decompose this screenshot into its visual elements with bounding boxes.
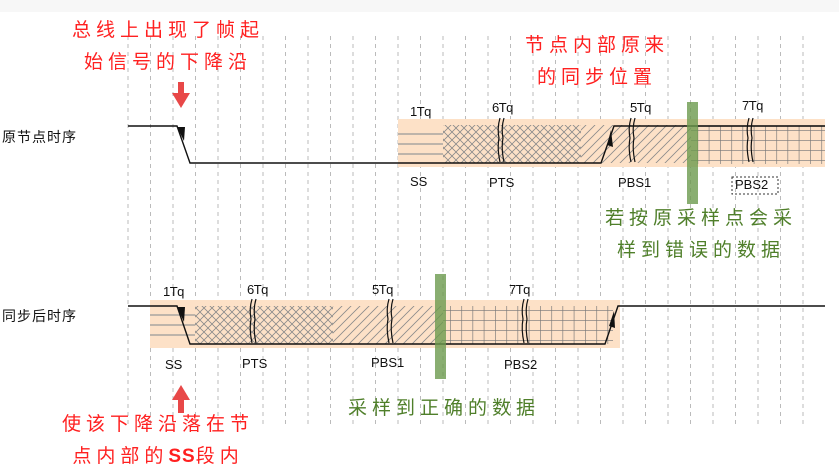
synced-falling-arrow-head — [177, 307, 185, 322]
original-ss-pattern — [398, 133, 443, 155]
annotation-line: 始信号的下降沿 — [84, 51, 253, 73]
annotation-text: 点内部的 — [72, 445, 169, 467]
original-pbs1-label: PBS1 — [618, 175, 652, 190]
correct-sample-annotation: 采样到正确的数据 — [348, 392, 540, 424]
make-edge-in-ss-annotation: 使该下降沿落在节 点内部的SS段内 — [62, 408, 254, 473]
annotation-line: 若按原采样点会采 — [605, 207, 798, 229]
synced-sample-point-bar — [435, 274, 446, 379]
original-rising-arrow-head — [607, 130, 613, 147]
grid-lines — [127, 36, 804, 428]
synced-ss-label: SS — [165, 357, 183, 372]
synced-pbs2-tq-label: 7Tq — [509, 282, 530, 297]
synced-pts-label: PTS — [242, 356, 268, 371]
original-pts-label: PTS — [489, 175, 515, 190]
original-pbs2-label: PBS2 — [735, 177, 769, 192]
annotation-line: 总线上出现了帧起 — [72, 19, 265, 41]
synced-row-label: 同步后时序 — [2, 309, 77, 325]
annotation-text: 段内 — [195, 445, 244, 467]
wrong-sample-annotation: 若按原采样点会采 样到错误的数据 — [605, 202, 797, 266]
synced-pts-pattern — [195, 306, 333, 344]
original-ss-tq-label: 1Tq — [410, 104, 431, 119]
original-break-marks — [497, 117, 754, 163]
annotation-line: 点内部的SS段内 — [62, 440, 254, 473]
original-pts-tq-label: 6Tq — [492, 100, 513, 115]
annotation-line: 节点内部原来 — [525, 34, 670, 56]
annotation-line: 样到错误的数据 — [617, 239, 786, 261]
annotation-bold-text: SS — [168, 446, 196, 467]
original-pbs2-pattern — [691, 126, 825, 164]
original-sample-point-bar — [687, 102, 698, 204]
synced-rising-arrow-head — [609, 311, 615, 328]
synced-ss-tq-label: 1Tq — [163, 284, 184, 299]
pbs2-dashed-box — [731, 176, 779, 195]
annotation-line: 的同步位置 — [537, 66, 658, 88]
synced-break-marks — [249, 298, 529, 344]
synced-pts-tq-label: 6Tq — [247, 282, 268, 297]
original-falling-arrow-head — [177, 127, 185, 141]
up-arrow-icon — [172, 385, 190, 413]
annotation-line: 使该下降沿落在节 — [62, 413, 255, 435]
top-band — [0, 0, 839, 12]
bus-falling-edge-annotation: 总线上出现了帧起 始信号的下降沿 — [72, 14, 264, 78]
original-row-label: 原节点时序 — [2, 130, 77, 146]
original-sync-position-annotation: 节点内部原来 的同步位置 — [525, 29, 669, 93]
original-signal — [128, 125, 825, 164]
synced-pbs1-tq-label: 5Tq — [372, 282, 393, 297]
original-ss-label: SS — [410, 174, 428, 189]
synced-row-segments — [150, 300, 620, 348]
original-pbs1-tq-label: 5Tq — [630, 100, 651, 115]
synced-pbs2-label: PBS2 — [504, 357, 538, 372]
original-pts-pattern — [443, 125, 581, 163]
synced-pbs1-label: PBS1 — [371, 355, 405, 370]
synced-signal — [128, 305, 825, 345]
original-pbs2-tq-label: 7Tq — [742, 98, 763, 113]
down-arrow-icon — [172, 82, 190, 108]
original-row-segments — [398, 119, 825, 167]
original-pbs1-pattern — [581, 125, 691, 163]
annotation-line: 采样到正确的数据 — [348, 397, 541, 419]
synced-pbs2-pattern — [443, 306, 613, 344]
